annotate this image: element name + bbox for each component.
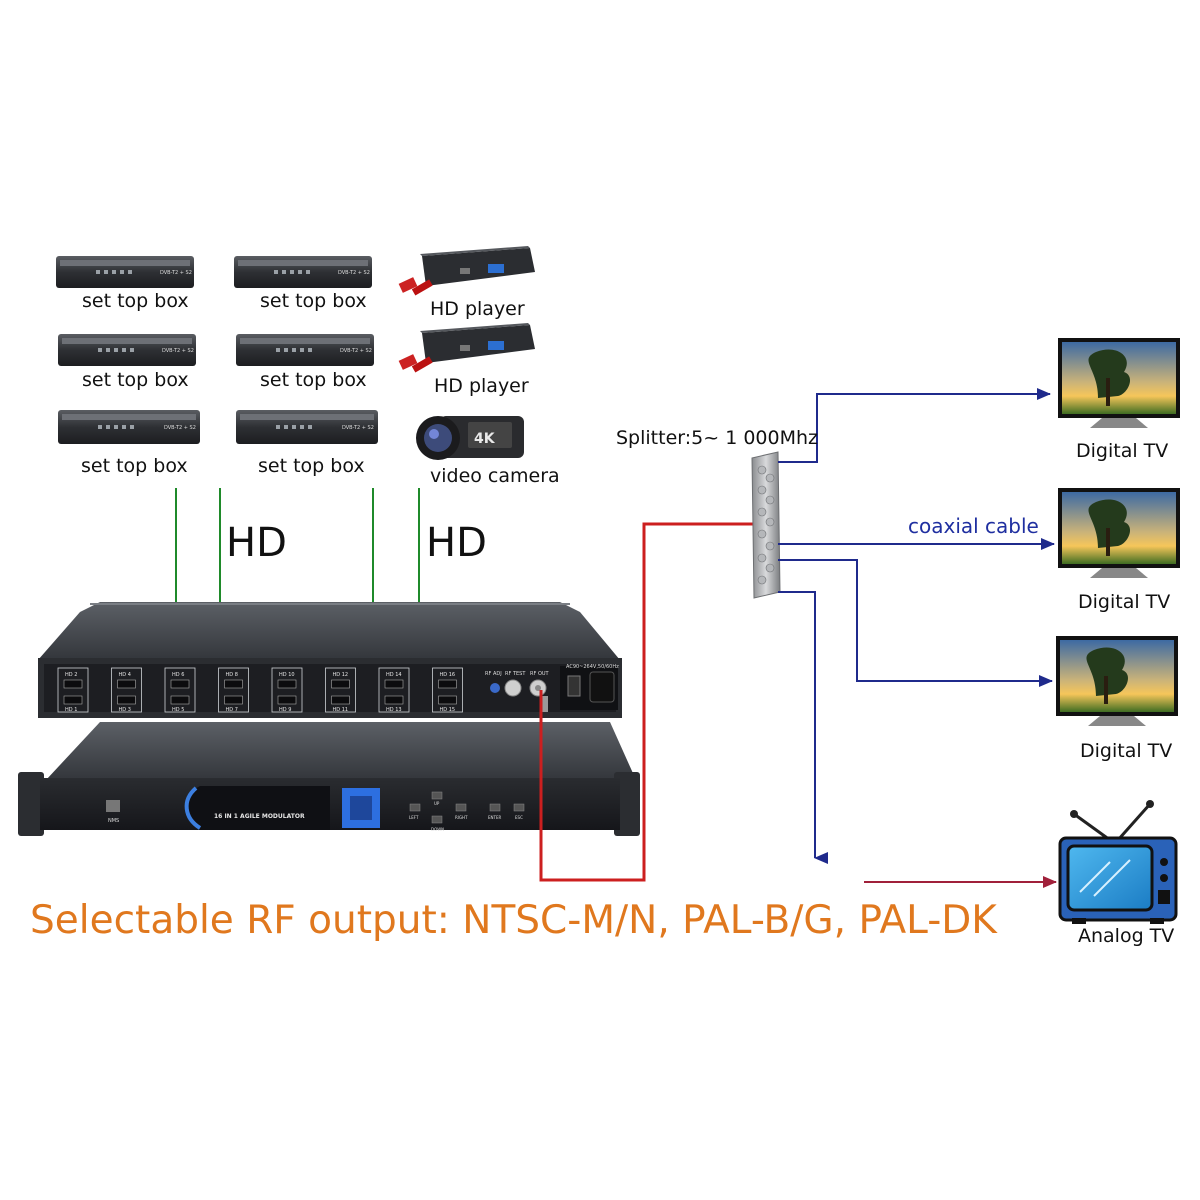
coaxial-cable-label: coaxial cable: [908, 514, 1039, 538]
button-enter-label: ENTER: [488, 815, 501, 820]
nms-label: NMS: [108, 818, 119, 824]
hdmi-port: [384, 695, 404, 705]
digital-tv-3: [1056, 636, 1178, 726]
digital-tv-label-2: Digital TV: [1078, 591, 1171, 613]
hdmi-port-group: HD 10 HD 9: [271, 667, 303, 713]
source-label-hd-player-2: HD player: [434, 375, 529, 397]
hdmi-top-label: HD 16: [440, 672, 456, 678]
source-label-set-top-box-1: set top box: [82, 290, 189, 312]
hdmi-top-label: HD 10: [279, 672, 295, 678]
hdmi-port-group: HD 16 HD 15: [432, 667, 463, 713]
digital-tv-1: [1058, 338, 1180, 428]
button-right-label: RIGHT: [455, 815, 468, 820]
source-label-video-camera: video camera: [430, 465, 560, 487]
hd-signal-label-right: HD: [426, 520, 487, 566]
hdmi-port: [277, 679, 297, 689]
button-up-label: UP: [434, 801, 440, 806]
hdmi-port-group: HD 6 HD 5: [164, 667, 196, 713]
set-top-box-1: DVB-T2 + S2: [56, 256, 194, 288]
stb-model-text: DVB-T2 + S2: [338, 270, 370, 276]
hdmi-port: [331, 695, 350, 705]
button-esc-label: ESC: [515, 815, 523, 820]
hdmi-port: [224, 695, 243, 705]
hdmi-top-label: HD 6: [172, 672, 184, 678]
hd-player-1: [398, 246, 535, 296]
hdmi-port-group: HD 2 HD 1: [57, 667, 89, 713]
hdmi-port: [170, 679, 190, 689]
hdmi-bottom-label: HD 7: [226, 707, 238, 713]
video-camera: 4K: [416, 416, 524, 460]
power-rating-label: AC90~264V,50/60Hz: [566, 664, 619, 670]
rf-output-note: Selectable RF output: NTSC-M/N, PAL-B/G,…: [30, 898, 997, 943]
hdmi-port: [438, 679, 457, 689]
hdmi-port-group: HD 12 HD 11: [325, 667, 356, 713]
hdmi-port: [63, 695, 83, 705]
hdmi-port-groups: HD 2HD 1HD 4HD 3HD 6HD 5HD 8HD 7HD 10HD …: [57, 667, 463, 713]
hdmi-bottom-label: HD 11: [333, 707, 349, 713]
digital-tv-label-3: Digital TV: [1080, 740, 1173, 762]
set-top-box-4: DVB-T2 + S2: [236, 334, 374, 366]
digital-tv-label-1: Digital TV: [1076, 440, 1169, 462]
button-left-label: LEFT: [409, 815, 419, 820]
camera-4k-badge: 4K: [474, 431, 496, 447]
hdmi-port: [170, 695, 190, 705]
set-top-box-6: DVB-T2 + S2: [236, 410, 378, 444]
source-label-set-top-box-5: set top box: [81, 455, 188, 477]
hd-player-2: [398, 323, 535, 373]
stb-model-text: DVB-T2 + S2: [160, 270, 192, 276]
splitter: [751, 451, 781, 599]
source-label-set-top-box-6: set top box: [258, 455, 365, 477]
source-label-set-top-box-3: set top box: [82, 369, 189, 391]
nms-port: [106, 800, 120, 812]
hdmi-top-label: HD 14: [386, 672, 402, 678]
rf-test-label: RF TEST: [505, 671, 526, 677]
hdmi-bottom-label: HD 9: [279, 707, 291, 713]
front-panel-buttons: [409, 791, 525, 824]
stb-model-text: DVB-T2 + S2: [162, 348, 194, 354]
digital-tv-2: [1058, 488, 1180, 578]
hdmi-port-group: HD 4 HD 3: [111, 667, 142, 713]
hdmi-port: [63, 679, 83, 689]
hdmi-bottom-label: HD 13: [386, 707, 402, 713]
splitter-label: Splitter:5~ 1 000Mhz: [616, 427, 818, 449]
set-top-box-5: DVB-T2 + S2: [58, 410, 200, 444]
set-top-box-3: DVB-T2 + S2: [58, 334, 196, 366]
hdmi-port: [384, 679, 404, 689]
hdmi-top-label: HD 8: [226, 672, 238, 678]
rf-adj-label: RF ADJ: [485, 671, 502, 677]
hdmi-port: [224, 679, 243, 689]
hdmi-port-group: HD 8 HD 7: [218, 667, 249, 713]
hdmi-top-label: HD 12: [333, 672, 349, 678]
modulator-front-unit: NMS 16 IN 1 AGILE MODULATOR UP LEFT RIGH…: [18, 722, 640, 836]
analog-tv: [1058, 800, 1178, 924]
rf-output-cable: [539, 522, 760, 882]
modulator-rear-unit: AC90~264V,50/60Hz RF ADJ RF TEST RF OUT …: [38, 602, 622, 718]
hdmi-port: [331, 679, 350, 689]
front-panel-title: 16 IN 1 AGILE MODULATOR: [214, 813, 305, 820]
hdmi-port: [117, 679, 136, 689]
source-label-set-top-box-4: set top box: [260, 369, 367, 391]
button-down-label: DOWN: [431, 827, 444, 832]
hdmi-port: [277, 695, 297, 705]
source-label-hd-player-1: HD player: [430, 298, 525, 320]
set-top-box-2: DVB-T2 + S2: [234, 256, 372, 288]
hdmi-bottom-label: HD 5: [172, 707, 184, 713]
hd-signal-label-left: HD: [226, 520, 287, 566]
analog-tv-label: Analog TV: [1078, 925, 1175, 947]
hdmi-port: [438, 695, 457, 705]
stb-model-text: DVB-T2 + S2: [342, 425, 374, 431]
rf-out-label: RF OUT: [530, 671, 550, 677]
hdmi-top-label: HD 2: [65, 672, 77, 678]
hdmi-port: [117, 695, 136, 705]
source-label-set-top-box-2: set top box: [260, 290, 367, 312]
hdmi-bottom-label: HD 15: [440, 707, 456, 713]
stb-model-text: DVB-T2 + S2: [164, 425, 196, 431]
hdmi-port-group: HD 14 HD 13: [378, 667, 410, 713]
stb-model-text: DVB-T2 + S2: [340, 348, 372, 354]
coaxial-cables: [778, 388, 1055, 864]
hdmi-top-label: HD 4: [119, 672, 131, 678]
hdmi-bottom-label: HD 3: [119, 707, 131, 713]
hdmi-bottom-label: HD 1: [65, 707, 77, 713]
